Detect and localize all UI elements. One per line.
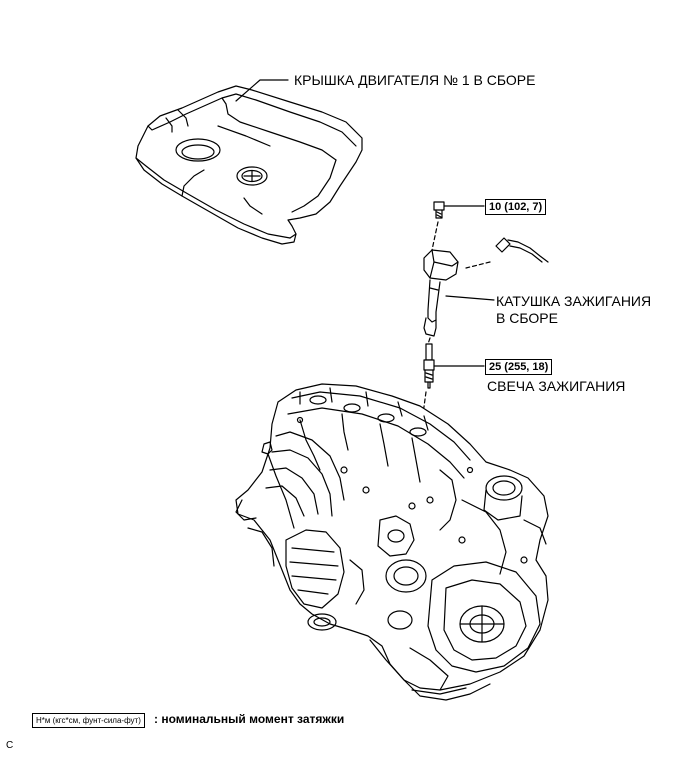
spark-plug-part — [423, 343, 435, 389]
engine-block-part — [235, 383, 549, 701]
spark-plug-torque-box: 25 (255, 18) — [485, 359, 553, 375]
ignition-coil-part — [423, 249, 459, 337]
torque-legend-text: : номинальный момент затяжки — [154, 712, 345, 726]
torque-units-box: Н*м (кгс*см, фунт-сила-фут) — [32, 713, 145, 728]
leader-engine-cover — [235, 79, 289, 102]
bolt-part — [433, 201, 445, 219]
engine-cover-label: КРЫШКА ДВИГАТЕЛЯ № 1 В СБОРЕ — [294, 72, 536, 88]
leader-ignition-coil — [445, 295, 495, 301]
bolt-torque-box: 10 (102, 7) — [485, 199, 547, 215]
ignition-coil-label-line1: КАТУШКА ЗАЖИГАНИЯ — [496, 293, 652, 309]
corner-mark: C — [6, 740, 14, 751]
engine-cover-part — [135, 85, 363, 245]
ignition-coil-label-line2: В СБОРЕ — [496, 310, 558, 326]
spark-plug-label: СВЕЧА ЗАЖИГАНИЯ — [487, 378, 626, 394]
connector-part — [465, 237, 549, 269]
